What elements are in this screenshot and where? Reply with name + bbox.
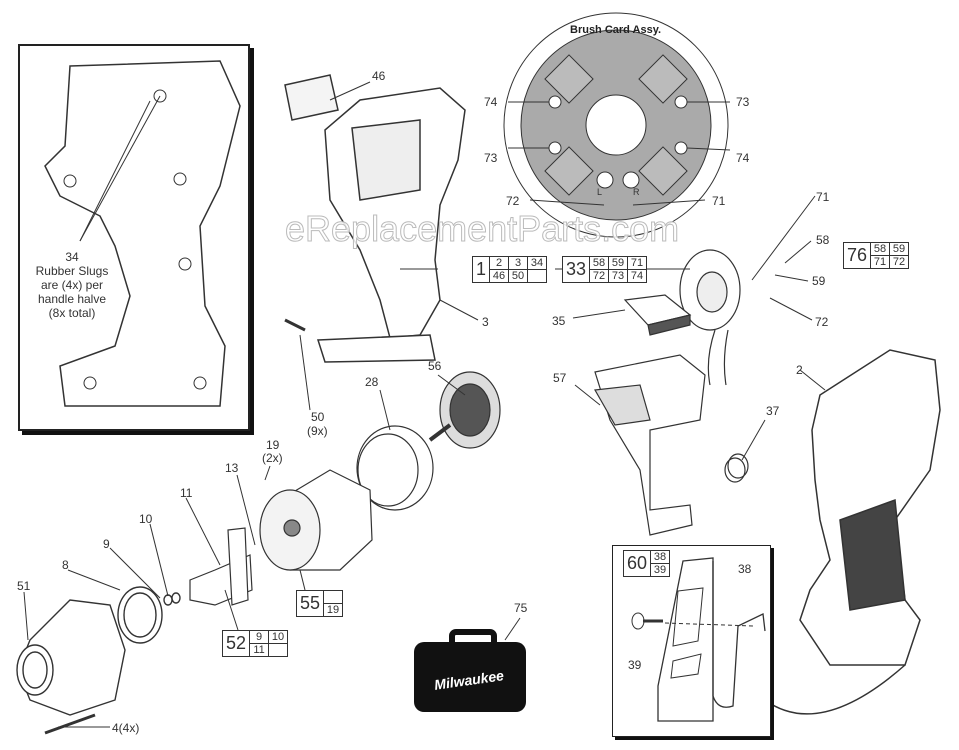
kit-item: 58 (871, 243, 891, 256)
kit-item: 59 (890, 243, 909, 256)
callout-74: 74 (484, 95, 498, 109)
kit-item: 34 (528, 257, 547, 270)
callout-9: 9 (103, 537, 110, 551)
note-line: Rubber Slugs (35, 264, 109, 278)
kit-number: 55 (297, 591, 325, 616)
kit-item (324, 591, 343, 604)
callout-28: 28 (365, 375, 379, 389)
kit-item: 72 (892, 256, 906, 268)
callout-19: 19 (266, 438, 280, 452)
kit-box-52: 52 9 10 11 (222, 630, 289, 657)
kit-item: 72 (590, 270, 610, 282)
callout-56: 56 (428, 359, 442, 373)
callout-50-qty: (9x) (307, 424, 328, 438)
kit-box-55: 55 19 (296, 590, 344, 617)
gear-case-front (16, 599, 126, 735)
kit-item: 38 (651, 551, 670, 564)
kit-item: 2 (490, 257, 510, 270)
kit-item: 71 (628, 257, 647, 270)
rubber-slugs-note: 34 Rubber Slugs are (4x) per handle halv… (22, 250, 122, 320)
forward-reverse-button (623, 294, 692, 336)
callout-4: 4(4x) (112, 721, 140, 735)
kit-item: 50 (509, 270, 529, 282)
callout-51: 51 (17, 579, 31, 593)
callout-3: 3 (482, 315, 489, 329)
belt-clip-inset-panel (612, 545, 771, 737)
trigger-switch (594, 354, 706, 536)
terminal-right-label: R (633, 187, 640, 197)
note-line: (8x total) (48, 306, 96, 320)
note-line: handle halve (37, 292, 107, 306)
kit-item: 9 (250, 631, 270, 644)
callout-71: 71 (712, 194, 726, 208)
armature (428, 371, 501, 449)
callout-34: 34 (65, 250, 79, 264)
housing-half (284, 74, 466, 363)
callout-72: 72 (815, 315, 829, 329)
callout-46: 46 (372, 69, 386, 83)
callout-10: 10 (139, 512, 153, 526)
callout-74: 74 (736, 151, 750, 165)
callout-58: 58 (816, 233, 830, 247)
kit-item: 73 (609, 270, 629, 282)
terminal-left-label: L (597, 187, 603, 197)
kit-box-60: 60 38 39 (623, 550, 671, 577)
callout-72: 72 (506, 194, 520, 208)
kit-item: 59 (609, 257, 629, 270)
tool-housing (764, 349, 941, 715)
kit-number: 52 (223, 631, 251, 656)
kit-item (269, 644, 287, 656)
kit-item: 10 (269, 631, 288, 644)
belt-clip-drawing (631, 557, 766, 722)
callout-19-qty: (2x) (262, 451, 283, 465)
callout-37: 37 (766, 404, 780, 418)
anvil (189, 527, 253, 606)
callout-73: 73 (736, 95, 750, 109)
kit-item: 71 (871, 256, 891, 268)
kit-item: 58 (590, 257, 610, 270)
kit-number: 1 (473, 257, 491, 282)
magnet-ring (356, 425, 434, 511)
handle-half-drawing (44, 60, 241, 407)
gear-housing (259, 469, 373, 571)
carrying-case (414, 629, 526, 712)
callout-8: 8 (62, 558, 69, 572)
callout-75: 75 (514, 601, 528, 615)
kit-number: 60 (624, 551, 652, 576)
callout-59: 59 (812, 274, 826, 288)
kit-item: 11 (250, 644, 270, 656)
handle-inset-panel: 34 Rubber Slugs are (4x) per handle halv… (18, 44, 250, 431)
callout-73: 73 (484, 151, 498, 165)
kit-box-33: 33 58 59 71 72 73 74 (562, 256, 648, 283)
callout-35: 35 (552, 314, 566, 328)
leader-lines (23, 81, 826, 728)
callout-13: 13 (225, 461, 239, 475)
callout-39: 39 (628, 658, 642, 672)
callout-57: 57 (553, 371, 567, 385)
brush-card-title: Brush Card Assy. (570, 24, 662, 36)
kit-item: 46 (490, 270, 510, 282)
callout-11: 11 (180, 486, 193, 500)
kit-number: 33 (563, 257, 591, 282)
brush-card-detail (503, 12, 731, 238)
callout-2: 2 (796, 363, 803, 377)
kit-item: 74 (630, 270, 644, 282)
brush-plate (679, 249, 741, 386)
kit-box-1: 1 2 3 34 46 50 (472, 256, 548, 283)
kit-item: 39 (653, 564, 667, 576)
kit-item (528, 270, 546, 282)
callout-50: 50 (311, 410, 325, 424)
callout-38: 38 (738, 562, 752, 576)
kit-box-76: 76 58 59 71 72 (843, 242, 910, 269)
kit-item: 3 (509, 257, 529, 270)
note-line: are (4x) per (40, 278, 104, 292)
callout-71: 71 (816, 190, 830, 204)
spring (724, 453, 749, 483)
watermark: eReplacementParts.com (284, 208, 680, 250)
washer (117, 586, 181, 644)
kit-item: 19 (326, 604, 340, 616)
kit-number: 76 (844, 243, 872, 268)
